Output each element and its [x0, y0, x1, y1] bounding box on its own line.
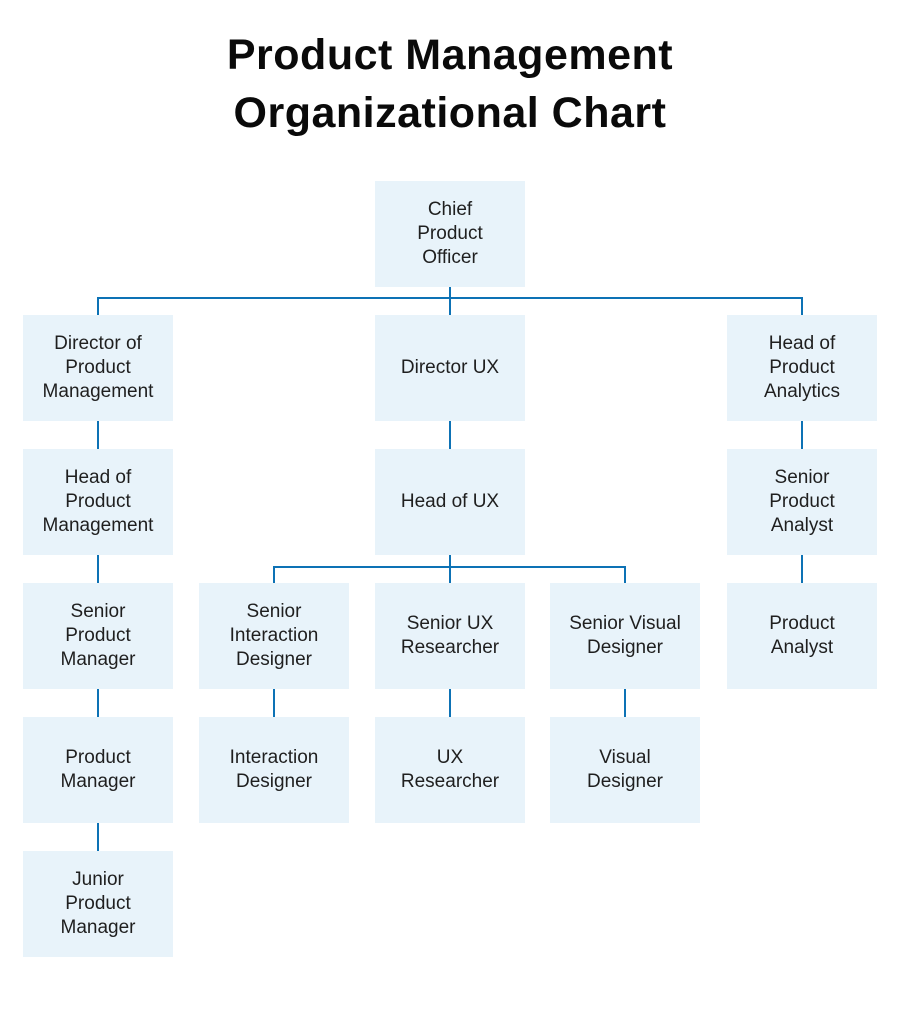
org-node-product-analyst: Product Analyst	[727, 583, 877, 689]
org-node-interaction-designer: Interaction Designer	[199, 717, 349, 823]
org-node-product-manager: Product Manager	[23, 717, 173, 823]
org-node-head-of-product-analytics: Head of Product Analytics	[727, 315, 877, 421]
org-node-senior-product-manager: Senior Product Manager	[23, 583, 173, 689]
org-node-head-of-product-management: Head of Product Management	[23, 449, 173, 555]
org-node-director-ux: Director UX	[375, 315, 525, 421]
org-node-junior-product-manager: Junior Product Manager	[23, 851, 173, 957]
org-node-senior-product-analyst: Senior Product Analyst	[727, 449, 877, 555]
org-node-senior-visual-designer: Senior Visual Designer	[550, 583, 700, 689]
org-node-director-of-product-management: Director of Product Management	[23, 315, 173, 421]
org-node-ux-researcher: UX Researcher	[375, 717, 525, 823]
org-node-visual-designer: Visual Designer	[550, 717, 700, 823]
org-node-senior-interaction-designer: Senior Interaction Designer	[199, 583, 349, 689]
org-node-chief-product-officer: Chief Product Officer	[375, 181, 525, 287]
org-node-head-of-ux: Head of UX	[375, 449, 525, 555]
chart-title: Product Management Organizational Chart	[226, 31, 674, 137]
org-node-senior-ux-researcher: Senior UX Researcher	[375, 583, 525, 689]
